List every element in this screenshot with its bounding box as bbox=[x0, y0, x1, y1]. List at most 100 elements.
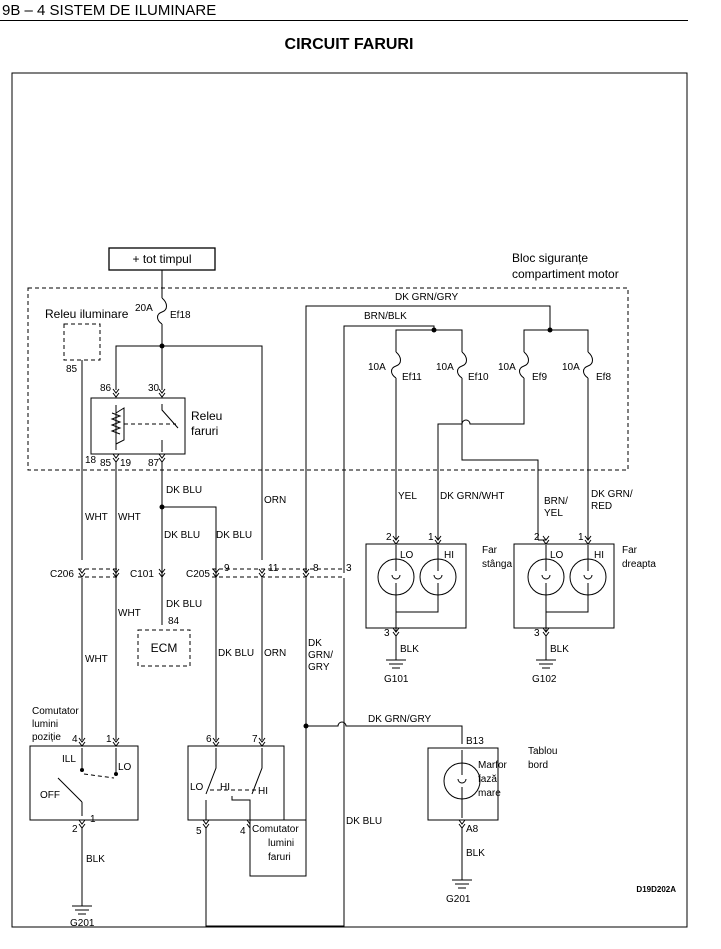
position-switch-link bbox=[83, 773, 115, 779]
ecm-name: ECM bbox=[151, 641, 178, 655]
position-switch-pin-1b: 1 bbox=[90, 814, 96, 825]
left-lamp-hi: HI bbox=[444, 550, 454, 561]
ground-g102: G102 bbox=[532, 674, 557, 685]
dashboard-name-1: Tablou bbox=[528, 746, 557, 757]
relay-pin-19: 19 bbox=[120, 458, 132, 469]
ground-icon bbox=[386, 659, 406, 669]
fuse-ef11-symbol bbox=[391, 351, 401, 379]
fuse-ef10-id: Ef10 bbox=[468, 372, 489, 383]
relay-coil-symbol bbox=[110, 405, 125, 450]
position-switch-name-3: poziție bbox=[32, 732, 61, 743]
wire-label-dk-3: GRY bbox=[308, 662, 330, 673]
right-lamp-name-2: dreapta bbox=[622, 559, 656, 570]
diagram-title: CIRCUIT FARURI bbox=[284, 36, 414, 53]
position-switch-pin-1: 1 bbox=[106, 734, 112, 745]
left-headlamp-box bbox=[365, 543, 467, 629]
left-lamp-internal-wire bbox=[391, 545, 443, 632]
relay-pin-18: 18 bbox=[85, 455, 97, 466]
fuse-ef18-id: Ef18 bbox=[170, 310, 191, 321]
right-lamp-lo: LO bbox=[550, 550, 564, 561]
ground-g201-left: G201 bbox=[70, 918, 95, 929]
relay-pin-86: 86 bbox=[100, 383, 112, 394]
left-lamp-pin-gnd: 3 bbox=[384, 628, 390, 639]
fuse-ef9-id: Ef9 bbox=[532, 372, 547, 383]
ground-g101: G101 bbox=[384, 674, 409, 685]
fuse-ef18-symbol bbox=[157, 297, 167, 325]
brn-yel-wire bbox=[461, 378, 539, 540]
headlamp-switch-pin-7: 7 bbox=[252, 734, 258, 745]
indicator-internal-wire bbox=[457, 750, 467, 818]
left-lamp-name-1: Far bbox=[482, 545, 498, 556]
wire-label-orn-2: ORN bbox=[264, 648, 286, 659]
fuse-ef11-rating: 10A bbox=[368, 362, 386, 373]
dashboard-name-2: bord bbox=[528, 760, 548, 771]
headlamp-switch-pin-4: 4 bbox=[240, 826, 246, 837]
wire-label-blk-2: BLK bbox=[550, 644, 569, 655]
ecm-pin: 84 bbox=[168, 616, 180, 627]
right-lamp-pin-hi: 1 bbox=[578, 532, 584, 543]
header-rule bbox=[0, 20, 688, 21]
fuse-ef8-rating: 10A bbox=[562, 362, 580, 373]
ecm-box bbox=[137, 629, 191, 667]
wire-label-dk-grn-red-1: DK GRN/ bbox=[591, 489, 633, 500]
headlamp-switch-contacts bbox=[205, 748, 306, 877]
right-lamp-name-1: Far bbox=[622, 545, 638, 556]
relay-contact-symbol bbox=[161, 404, 179, 452]
headlamp-switch-name-3: faruri bbox=[268, 852, 291, 863]
wire-label-blk-3: BLK bbox=[86, 854, 105, 865]
dk-grn-gry-trunk-wire bbox=[305, 305, 551, 573]
fuse-ef18-rating: 20A bbox=[135, 303, 153, 314]
left-lamp-lo: LO bbox=[400, 550, 414, 561]
ef18-branch-wire bbox=[115, 345, 263, 560]
position-switch-box[interactable] bbox=[29, 745, 139, 821]
wire-label-brn-yel-2: YEL bbox=[544, 508, 563, 519]
position-switch-lo: LO bbox=[118, 762, 132, 773]
fuse-block-name-1: Bloc siguranțe bbox=[512, 251, 588, 265]
ground-icon bbox=[72, 905, 92, 915]
right-headlamp-box bbox=[513, 543, 615, 629]
wire-label-wht-4: WHT bbox=[118, 608, 141, 619]
wire-label-dk-grn-red-2: RED bbox=[591, 501, 612, 512]
power-source-label: + tot timpul bbox=[132, 252, 191, 266]
dkblu-to-switch-wire bbox=[162, 506, 217, 740]
connector-c205-pin-8: 8 bbox=[313, 563, 319, 574]
headlamp-switch-name-1: Comutator bbox=[252, 824, 299, 835]
connector-c205-name: C205 bbox=[186, 569, 210, 580]
fuse-ef9-symbol bbox=[519, 351, 529, 379]
wire-label-brn-blk: BRN/BLK bbox=[364, 311, 407, 322]
dashboard-pin-top: B13 bbox=[466, 736, 484, 747]
dashboard-box bbox=[427, 747, 499, 821]
section-title: 9B – 4 SISTEM DE ILUMINARE bbox=[2, 2, 217, 19]
left-lamp-pin-lo: 2 bbox=[386, 532, 392, 543]
fuse-block-name-2: compartiment motor bbox=[512, 267, 619, 281]
switch-contact-dot bbox=[80, 768, 84, 772]
right-lamp-pin-lo: 2 bbox=[534, 532, 540, 543]
wire-label-dk-blu-5: DK BLU bbox=[218, 648, 254, 659]
headlamp-switch-name-2: lumini bbox=[268, 838, 294, 849]
wire-label-dk-blu-2: DK BLU bbox=[164, 530, 200, 541]
connector-c101-name: C101 bbox=[130, 569, 154, 580]
position-switch-pin-2: 2 bbox=[72, 824, 78, 835]
headlamp-switch-box[interactable] bbox=[187, 745, 285, 821]
wire-label-wht-2: WHT bbox=[118, 512, 141, 523]
connector-c205-line bbox=[212, 568, 344, 578]
wire-label-dk-grn-gry-mid: DK GRN/GRY bbox=[368, 714, 431, 725]
lighting-relay-pin: 85 bbox=[66, 364, 78, 375]
wire-label-wht-3: WHT bbox=[85, 654, 108, 665]
wire-label-dk-grn-wht: DK GRN/WHT bbox=[440, 491, 504, 502]
left-lamp-pin-hi: 1 bbox=[428, 532, 434, 543]
indicator-name-2: fază bbox=[478, 774, 497, 785]
headlamp-relay-name-2: faruri bbox=[191, 424, 218, 438]
headlamp-switch-hi2: HI bbox=[258, 786, 268, 797]
ground-icon bbox=[536, 659, 556, 669]
right-lamp-internal-wire bbox=[541, 545, 593, 632]
wire-label-dk-blu-4: DK BLU bbox=[166, 599, 202, 610]
headlamp-relay-name-1: Releu bbox=[191, 409, 222, 423]
wire-label-blk-1: BLK bbox=[400, 644, 419, 655]
wire-label-dk-blu-1: DK BLU bbox=[166, 485, 202, 496]
wire-label-dk-grn-gry-top: DK GRN/GRY bbox=[395, 292, 458, 303]
wire-label-dk-1: DK bbox=[308, 638, 322, 649]
connector-c206-name: C206 bbox=[50, 569, 74, 580]
fuse-ef8-symbol bbox=[583, 351, 593, 379]
